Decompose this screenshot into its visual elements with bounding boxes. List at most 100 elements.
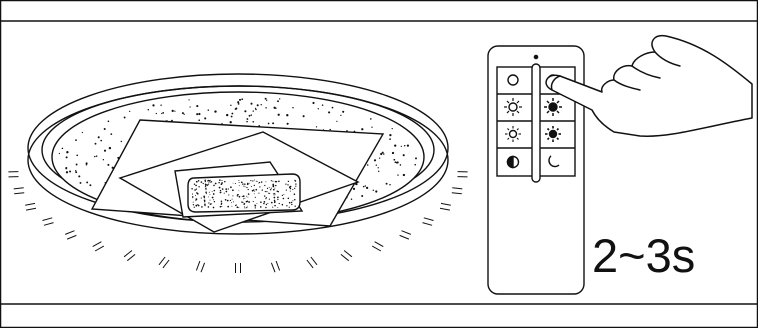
sparkle-dot [269,192,271,194]
sparkle-dot [195,188,198,190]
hold-duration-label: 2~3s [592,229,695,282]
sparkle-dot [268,186,270,188]
sparkle-dot [253,189,255,191]
sparkle-dot [272,180,274,182]
star-dot [110,133,113,135]
glow-tick [399,234,410,240]
sparkle-dot [191,188,193,190]
star-dot [250,114,253,116]
sparkle-dot [256,202,258,204]
sparkle-dot [220,200,223,202]
sparkle-dot [272,206,274,208]
sparkle-dot [207,206,210,208]
sparkle-dot [253,184,255,187]
sparkle-dot [219,205,222,208]
sparkle-dot [245,200,247,203]
sparkle-dot [268,198,270,200]
star-dot [85,162,88,165]
star-dot [123,116,126,119]
sparkle-dot [230,202,232,204]
star-dot [161,112,163,115]
sparkle-dot [288,186,291,189]
sparkle-dot [208,202,210,204]
sparkle-dot [218,186,221,189]
star-dot [365,186,369,190]
cool-light-up-icon[interactable] [544,98,562,116]
star-dot [277,100,279,103]
sparkle-dot [248,182,250,184]
star-dot [375,164,377,166]
sparkle-dot [276,190,278,192]
sparkle-dot [192,201,194,203]
sparkle-dot [209,194,211,196]
sparkle-dot [285,189,287,191]
sparkle-dot [254,204,256,206]
sparkle-dot [294,179,296,181]
sparkle-dot [232,182,234,184]
sparkle-dot [201,206,203,208]
sparkle-dot [191,193,194,195]
glow-tick [374,241,384,248]
night-mode-icon[interactable] [548,155,560,168]
sparkle-dot [281,204,284,206]
star-dot [377,170,380,173]
sparkle-dot [205,187,207,190]
sparkle-dot [227,188,229,190]
sparkle-dot [242,201,244,203]
glow-tick [66,234,77,240]
sparkle-dot [258,192,260,194]
star-dot [103,127,106,131]
sparkle-dot [217,182,219,184]
sparkle-dot [204,201,206,203]
star-dot [350,198,353,200]
sparkle-dot [244,183,246,185]
star-dot [129,110,131,113]
sparkle-dot [200,197,202,199]
sparkle-dot [265,198,267,200]
color-temp-icon[interactable] [506,155,520,169]
sparkle-dot [251,189,254,192]
sparkle-dot [192,204,195,206]
sparkle-dot [267,202,269,205]
sparkle-dot [210,179,212,181]
sparkle-dot [221,182,223,184]
sparkle-dot [219,179,221,181]
star-dot [102,159,105,161]
sparkle-dot [252,180,254,182]
sparkle-dot [195,184,197,187]
star-dot [331,106,334,109]
sparkle-dot [274,187,276,189]
sparkle-dot [232,201,234,203]
brightness-up-icon[interactable] [545,126,561,142]
sparkle-dot [246,186,248,189]
sparkle-dot [274,180,277,183]
sparkle-dot [195,205,197,207]
star-dot [94,142,97,145]
circle-off-icon[interactable] [507,74,519,86]
sparkle-dot [291,203,293,206]
star-dot [371,126,373,128]
brightness-down-icon[interactable] [505,126,521,142]
star-dot [97,136,100,139]
star-dot [108,146,112,150]
sparkle-dot [242,183,244,185]
glow-tick [25,202,36,206]
star-dot [196,105,199,108]
sparkle-dot [243,206,245,208]
star-dot [79,181,82,184]
star-dot [238,98,242,101]
sparkle-dot [234,182,236,185]
star-dot [94,155,96,158]
sparkle-dot [192,196,194,198]
sparkle-dot [204,204,206,207]
glow-tick [440,202,451,206]
star-dot [76,154,79,157]
sparkle-dot [261,189,263,191]
star-dot [403,144,406,147]
sparkle-dot [214,182,217,185]
cool-light-down-icon[interactable] [504,98,522,116]
star-dot [248,114,251,117]
star-dot [272,122,275,125]
star-dot [266,99,268,101]
star-dot [321,104,324,106]
